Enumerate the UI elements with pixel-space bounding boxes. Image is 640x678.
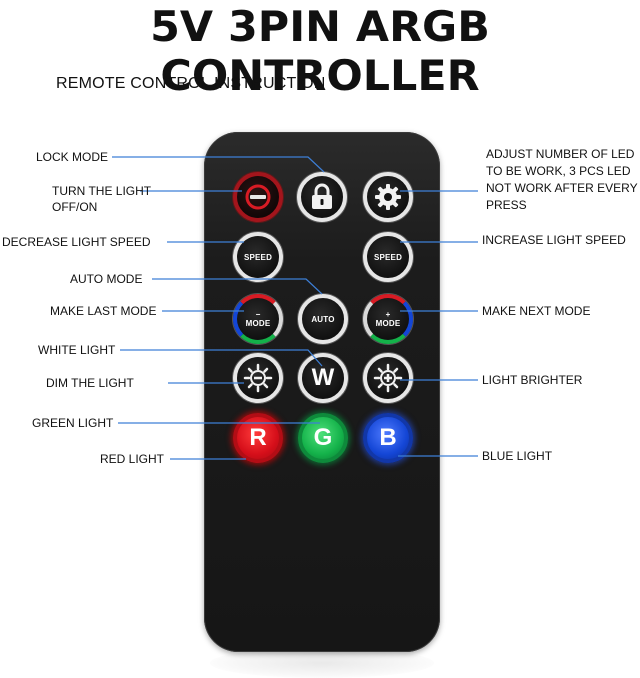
auto-mode-button[interactable]: AUTO [298,294,348,344]
green-light-button[interactable]: G [298,413,348,463]
subtitle: REMOTE CONTROL INSTRUCTION [56,75,326,92]
brighter-button[interactable] [363,353,413,403]
leader-white [120,349,323,367]
mode-next-button[interactable]: + MODE [363,294,413,344]
label-adjust-1: ADJUST NUMBER OF LED [486,147,635,161]
lock-button[interactable] [297,172,347,222]
label-auto-mode: AUTO MODE [70,272,143,286]
speed-increase-label: SPEED [373,252,403,262]
mode-next-label: MODE [375,319,401,328]
sun-minus-icon [243,363,273,393]
power-button[interactable] [233,172,283,222]
speed-decrease-button[interactable]: SPEED [233,232,283,282]
label-white-light: WHITE LIGHT [38,343,116,357]
label-turn-light-1: TURN THE LIGHT [52,184,152,198]
label-dim-light: DIM THE LIGHT [46,376,134,390]
leader-auto [152,278,323,295]
label-increase-speed: INCREASE LIGHT SPEED [482,233,626,247]
label-blue-light: BLUE LIGHT [482,449,553,463]
power-icon [245,184,271,210]
auto-mode-label: AUTO [311,314,335,324]
blue-light-letter: B [379,424,397,451]
mode-next-sign: + [385,310,391,319]
red-light-button[interactable]: R [233,413,283,463]
label-make-next-mode: MAKE NEXT MODE [482,304,591,318]
mode-previous-sign: − [255,310,261,319]
mode-previous-label: MODE [245,319,271,328]
label-make-last-mode: MAKE LAST MODE [50,304,157,318]
label-turn-light-2: OFF/ON [52,200,98,214]
label-light-brighter: LIGHT BRIGHTER [482,373,583,387]
label-adjust-3: NOT WORK AFTER EVERY [486,181,638,195]
led-count-button[interactable] [363,172,413,222]
sun-plus-icon [373,363,403,393]
label-lock-mode: LOCK MODE [36,150,109,164]
label-green-light: GREEN LIGHT [32,416,114,430]
main-title: 5V 3PIN ARGB CONTROLLER [150,2,490,100]
blue-light-button[interactable]: B [363,413,413,463]
label-adjust-2: TO BE WORK, 3 PCS LED [486,164,631,178]
white-light-letter: W [311,364,335,391]
speed-decrease-label: SPEED [243,252,273,262]
red-light-letter: R [249,424,267,451]
green-light-letter: G [313,424,333,451]
dim-button[interactable] [233,353,283,403]
floor-reflection [210,648,434,678]
label-red-light: RED LIGHT [100,452,165,466]
label-adjust-4: PRESS [486,198,527,212]
mode-previous-button[interactable]: − MODE [233,294,283,344]
speed-increase-button[interactable]: SPEED [363,232,413,282]
white-light-button[interactable]: W [298,353,348,403]
lock-icon [312,183,332,209]
gear-icon [375,184,401,210]
label-decrease-speed: DECREASE LIGHT SPEED [2,235,151,249]
leader-lock [112,156,325,173]
